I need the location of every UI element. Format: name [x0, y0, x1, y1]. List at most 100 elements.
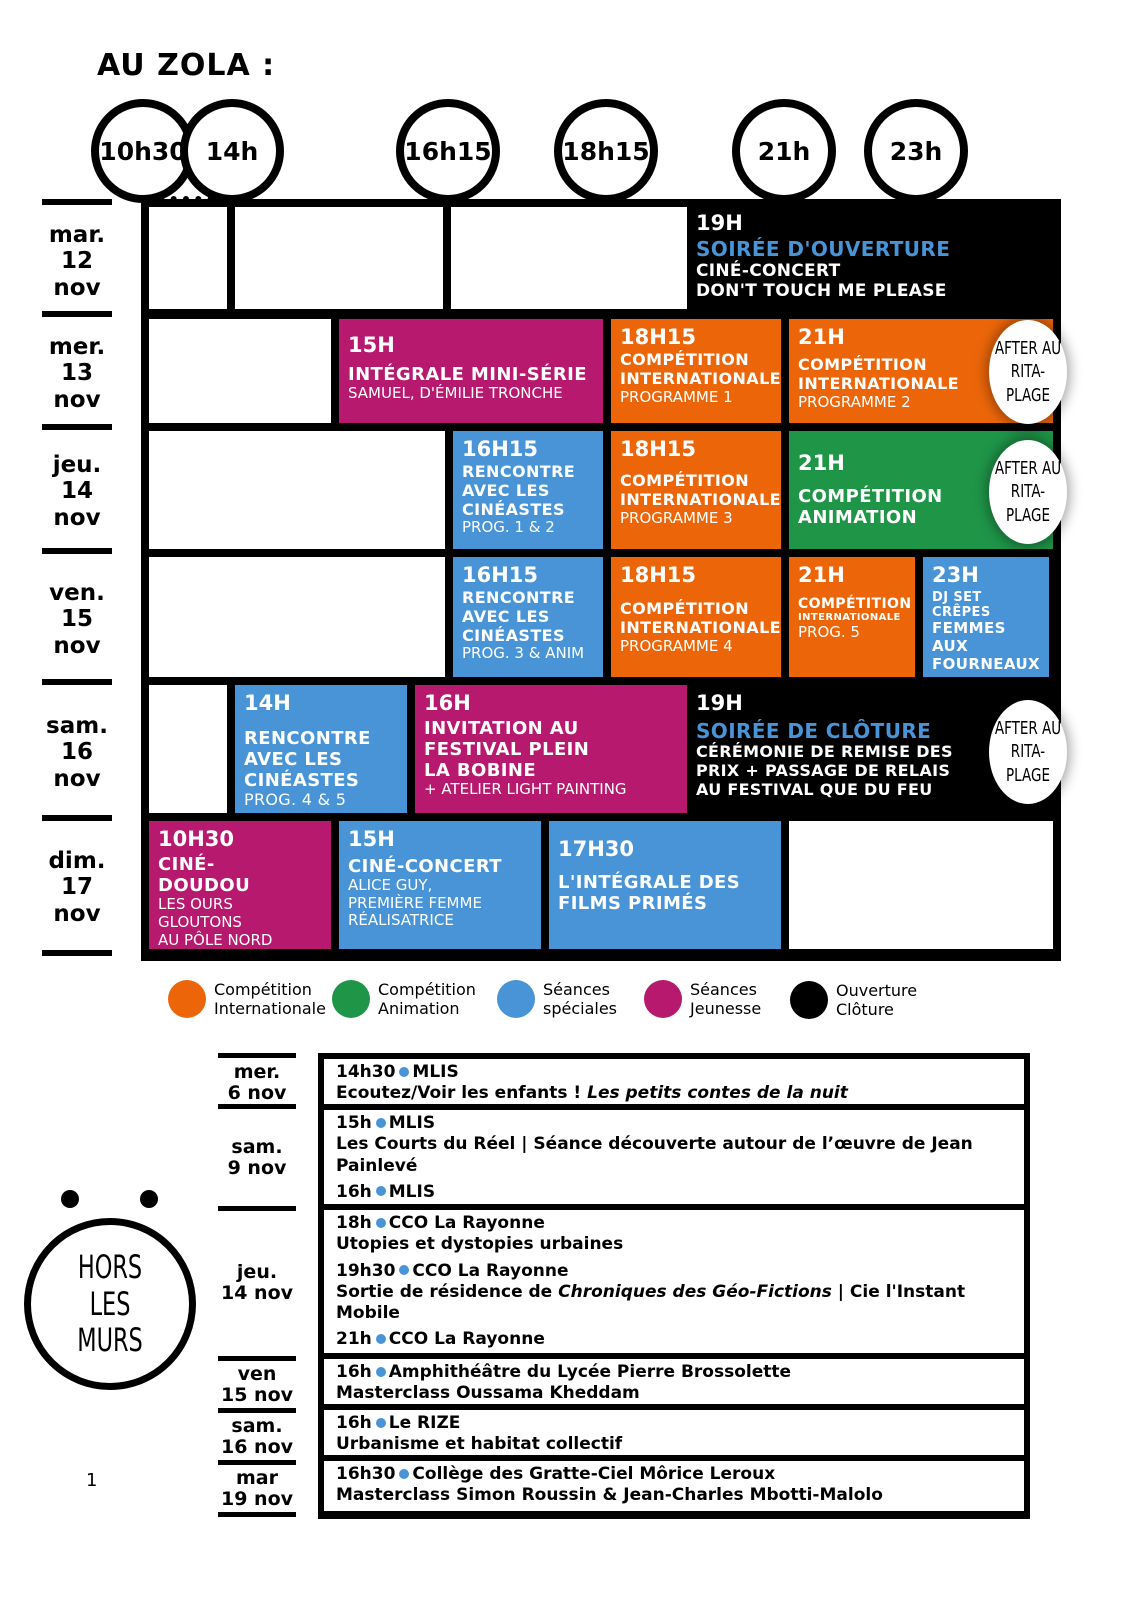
event-title: RENCONTRE: [244, 727, 371, 749]
event-subtitle: PROGRAMME 3: [620, 508, 733, 527]
location-dot-icon: [375, 1217, 386, 1228]
event-subtitle: ALICE GUY,: [348, 876, 433, 894]
page-title: AU ZOLA :: [97, 48, 276, 83]
event-title: SOIRÉE DE CLÔTURE: [696, 718, 932, 743]
event-time: 23H: [932, 563, 979, 587]
event-subtitle: PROGRAMME 4: [620, 636, 733, 655]
event-title: INVITATION AU: [424, 717, 579, 739]
day-separator: [218, 1408, 296, 1413]
event-title: FILMS PRIMÉS: [558, 893, 708, 914]
event-cine-concert-alice-guy[interactable]: 15H CINÉ-CONCERT ALICE GUY, PREMIÈRE FEM…: [339, 821, 541, 949]
event-soiree-ouverture[interactable]: 19H SOIRÉE D'OUVERTURE CINÉ-CONCERT DON'…: [687, 207, 1053, 309]
empty-slot: [149, 685, 227, 813]
event-title: ANIMATION: [798, 507, 918, 528]
event-title: RENCONTRE: [462, 461, 576, 481]
day-separator: [218, 1512, 296, 1517]
event-integrale-mini-serie[interactable]: 15H INTÉGRALE MINI-SÉRIE SAMUEL, D'ÉMILI…: [339, 319, 603, 423]
legend-dot: [168, 980, 206, 1019]
empty-slot: [451, 207, 687, 309]
day-separator: [218, 1460, 296, 1465]
hm-day-label: sam.9 nov: [227, 1136, 287, 1179]
event-title: INTÉGRALE MINI-SÉRIE: [348, 363, 587, 385]
event-subtitle: PROG. 1 & 2: [462, 518, 555, 537]
event-title: RENCONTRE: [462, 587, 576, 607]
event-competition-internationale-5[interactable]: 21H COMPÉTITION INTERNATIONALE PROG. 5: [789, 557, 915, 677]
event-time: 15H: [348, 827, 395, 851]
event-time: 18H15: [620, 437, 697, 461]
event-time: 17H30: [558, 837, 635, 861]
event-title: FOURNEAUX: [932, 654, 1041, 673]
event-line: PRIX + PASSAGE DE RELAIS: [696, 761, 951, 781]
event-title: INTERNATIONALE: [798, 373, 960, 393]
legend-dot: [497, 980, 535, 1019]
day-separator: [218, 1104, 296, 1109]
time-circle-1815: 18h15: [554, 99, 658, 203]
event-title: AVEC LES: [462, 480, 550, 500]
location-dot-icon: [375, 1366, 386, 1377]
event-title: DJ SET CRÊPES: [932, 589, 991, 621]
event-competition-internationale-3[interactable]: 18H15 COMPÉTITION INTERNATIONALE PROGRAM…: [611, 431, 781, 549]
hm-day-label: sam.16 nov: [220, 1415, 294, 1458]
event-integrale-films-primes[interactable]: 17H30 L'INTÉGRALE DES FILMS PRIMÉS: [549, 821, 781, 949]
event-title: L'INTÉGRALE DES: [558, 871, 741, 893]
event-dj-set-crepes[interactable]: 23H DJ SET CRÊPES FEMMES AUX FOURNEAUX: [923, 557, 1049, 677]
day-separator: [218, 1356, 296, 1361]
day-separator: [42, 548, 112, 554]
day-separator: [42, 199, 112, 205]
event-time: 10H30: [158, 827, 235, 851]
empty-slot: [149, 557, 445, 677]
legend-dot: [644, 980, 682, 1019]
event-title: CINÉ-: [158, 853, 215, 875]
event-competition-internationale-4[interactable]: 18H15 COMPÉTITION INTERNATIONALE PROGRAM…: [611, 557, 781, 677]
event-competition-internationale-1[interactable]: 18H15 COMPÉTITION INTERNATIONALE PROGRAM…: [611, 319, 781, 423]
event-rencontre-cineastes-1-2[interactable]: 16H15 RENCONTRE AVEC LES CINÉASTES PROG.…: [453, 431, 603, 549]
event-title: CINÉASTES: [462, 499, 565, 519]
location-dot-icon: [375, 1417, 386, 1428]
event-title: CINÉ-CONCERT: [348, 855, 502, 877]
location-dot-icon: [375, 1186, 386, 1197]
event-time: 19H: [696, 211, 743, 235]
empty-slot: [149, 431, 445, 549]
event-line: AU FESTIVAL QUE DU FEU: [696, 780, 933, 800]
day-separator: [42, 679, 112, 685]
event-invitation-plein-la-bobine[interactable]: 16H INVITATION AU FESTIVAL PLEIN LA BOBI…: [415, 685, 687, 813]
event-time: 16H15: [462, 563, 539, 587]
event-cine-doudou[interactable]: 10H30 CINÉ- DOUDOU LES OURS GLOUTONS AU …: [149, 821, 331, 949]
time-circle-23h: 23h: [864, 99, 968, 203]
empty-slot: [789, 821, 1053, 949]
event-rencontre-cineastes-3-anim[interactable]: 16H15 RENCONTRE AVEC LES CINÉASTES PROG.…: [453, 557, 603, 677]
event-subtitle: AU PÔLE NORD: [158, 930, 273, 949]
location-dot-icon: [375, 1117, 386, 1128]
event-line: CÉRÉMONIE DE REMISE DES: [696, 742, 953, 762]
empty-slot: [149, 207, 227, 309]
event-title: COMPÉTITION: [798, 595, 912, 612]
event-time: 18H15: [620, 325, 697, 349]
event-title: COMPÉTITION: [798, 354, 928, 374]
event-title: INTERNATIONALE: [620, 489, 781, 509]
event-time: 16H15: [462, 437, 539, 461]
event-title: COMPÉTITION: [620, 470, 750, 490]
event-title: CINÉASTES: [462, 625, 565, 645]
event-title: COMPÉTITION: [620, 349, 750, 369]
event-subtitle: GLOUTONS: [158, 912, 242, 931]
day-separator: [42, 815, 112, 821]
event-rencontre-cineastes-4-5[interactable]: 14H RENCONTRE AVEC LES CINÉASTES PROG. 4…: [235, 685, 407, 813]
